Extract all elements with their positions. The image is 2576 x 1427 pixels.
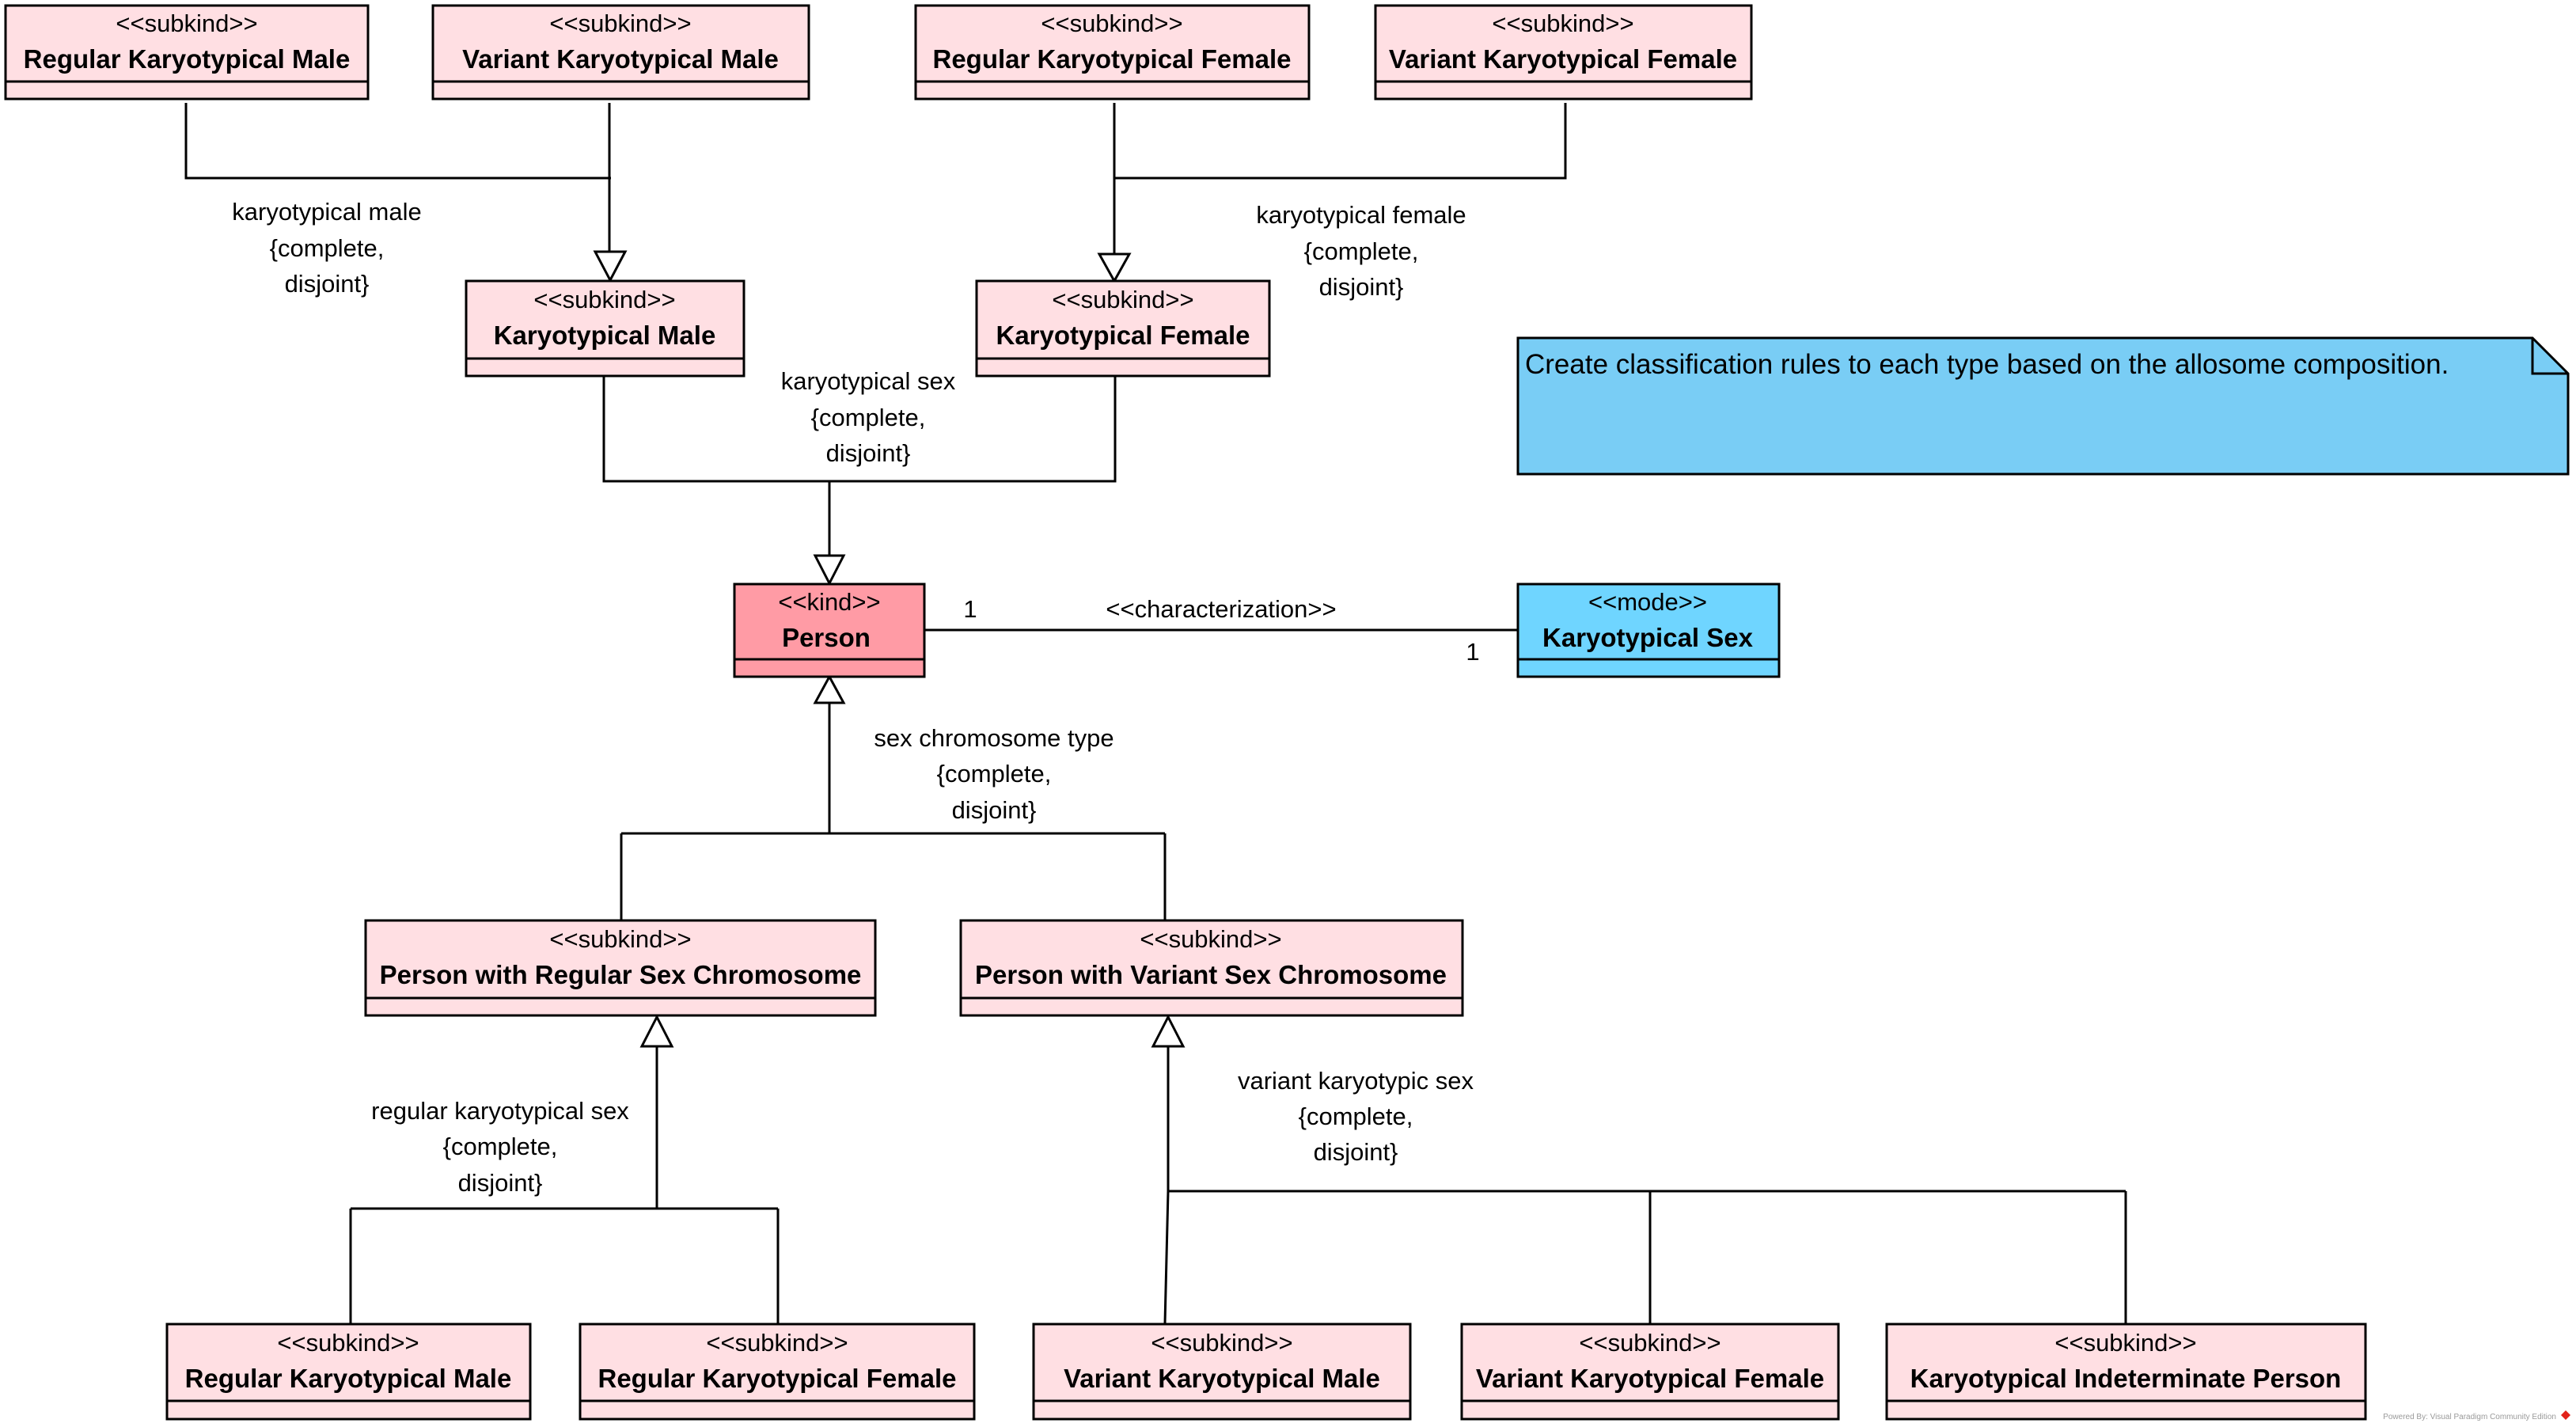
gen-set-constraint: {complete, [811,404,926,431]
class-stereotype: <<subkind>> [549,9,691,37]
arrowhead-variant-chromosome [1151,1014,1186,1048]
class-stereotype: <<subkind>> [533,286,675,313]
class-stereotype: <<subkind>> [1140,925,1281,953]
arrowhead-person-bottom [813,674,846,704]
gen-set-constraint-2: disjoint} [1314,1138,1398,1166]
gen-set-constraint-2: disjoint} [285,270,370,298]
class-stereotype: <<subkind>> [549,925,691,953]
gen-set-name: karyotypical sex [781,367,956,395]
connectors [184,103,2127,1324]
class-regular-karyotypical-male-bottom[interactable]: <<subkind>> Regular Karyotypical Male [165,1323,532,1421]
gen-set-label-karyotypical-male: karyotypical male {complete, disjoint} [232,198,421,298]
class-name: Regular Karyotypical Male [185,1364,512,1393]
class-stereotype: <<mode>> [1588,588,1707,616]
class-karyotypical-indeterminate-person[interactable]: <<subkind>> Karyotypical Indeterminate P… [1885,1323,2367,1421]
gen-set-name: regular karyotypical sex [371,1097,629,1125]
arrowhead-regular-chromosome [639,1014,674,1048]
gen-set-constraint-2: disjoint} [826,439,911,467]
class-name: Variant Karyotypical Male [1064,1364,1380,1393]
gen-set-label-karyotypical-sex: karyotypical sex {complete, disjoint} [781,367,956,467]
class-karyotypical-male[interactable]: <<subkind>> Karyotypical Male [465,279,745,378]
class-name: Karyotypical Female [996,321,1250,350]
association-stereotype: <<characterization>> [1106,595,1336,623]
class-name: Variant Karyotypical Male [462,44,779,74]
class-name: Variant Karyotypical Female [1476,1364,1824,1393]
class-variant-karyotypical-female-top[interactable]: <<subkind>> Variant Karyotypical Female [1374,4,1753,101]
gen-set-constraint: {complete, [1304,237,1419,265]
class-karyotypical-sex[interactable]: <<mode>> Karyotypical Sex [1516,583,1781,678]
class-stereotype: <<subkind>> [1579,1329,1720,1357]
class-name: Karyotypical Sex [1542,623,1754,652]
association-target-multiplicity: 1 [1466,638,1479,666]
class-name: Person with Regular Sex Chromosome [380,960,862,989]
gen-edge-karyo-male [602,376,829,483]
class-variant-karyotypical-female-bottom[interactable]: <<subkind>> Variant Karyotypical Female [1460,1323,1840,1421]
class-stereotype: <<subkind>> [277,1329,419,1357]
gen-set-constraint: {complete, [1299,1103,1413,1130]
class-person[interactable]: <<kind>> Person [733,583,926,678]
class-regular-karyotypical-female-bottom[interactable]: <<subkind>> Regular Karyotypical Female [579,1323,976,1421]
class-karyotypical-female[interactable]: <<subkind>> Karyotypical Female [975,279,1271,378]
class-stereotype: <<subkind>> [116,9,257,37]
gen-edge-regular-male-top [184,103,611,180]
class-stereotype: <<subkind>> [706,1329,848,1357]
class-stereotype: <<subkind>> [2054,1329,2196,1357]
class-person-with-regular-sex-chromosome[interactable]: <<subkind>> Person with Regular Sex Chro… [364,919,877,1017]
class-name: Karyotypical Male [494,321,716,350]
note-text: Create classification rules to each type… [1525,349,2449,380]
class-name: Regular Karyotypical Male [24,44,351,74]
gen-set-label-variant-karyotypic-sex: variant karyotypic sex {complete, disjoi… [1238,1067,1474,1166]
arrowhead-karyotypical-male [593,250,628,283]
class-regular-karyotypical-female-top[interactable]: <<subkind>> Regular Karyotypical Female [914,4,1311,101]
gen-set-name: karyotypical female [1256,201,1466,229]
class-stereotype: <<kind>> [778,588,880,616]
class-variant-karyotypical-male-bottom[interactable]: <<subkind>> Variant Karyotypical Male [1032,1323,1412,1421]
class-name: Person [782,623,871,652]
class-stereotype: <<subkind>> [1151,1329,1292,1357]
class-stereotype: <<subkind>> [1052,286,1193,313]
class-name: Regular Karyotypical Female [932,44,1291,74]
note[interactable]: Create classification rules to each type… [1516,336,2570,476]
class-name: Regular Karyotypical Female [598,1364,956,1393]
gen-set-name: sex chromosome type [874,724,1113,752]
arrowhead-person-top [813,554,846,586]
gen-set-label-karyotypical-female: karyotypical female {complete, disjoint} [1256,201,1466,301]
gen-set-constraint: {complete, [937,760,1052,788]
class-regular-karyotypical-male-top[interactable]: <<subkind>> Regular Karyotypical Male [4,4,370,101]
gen-edge-variant-male-bottom [1163,1190,1170,1324]
class-stereotype: <<subkind>> [1041,9,1182,37]
gen-set-label-regular-karyotypical-sex: regular karyotypical sex {complete, disj… [371,1097,629,1197]
gen-set-name: variant karyotypic sex [1238,1067,1474,1095]
class-name: Person with Variant Sex Chromosome [975,960,1447,989]
class-name: Karyotypical Indeterminate Person [1910,1364,2342,1393]
gen-set-constraint-2: disjoint} [952,796,1037,824]
gen-set-name: karyotypical male [232,198,421,226]
gen-edge-variant-female-top [1114,103,1567,180]
class-variant-karyotypical-male-top[interactable]: <<subkind>> Variant Karyotypical Male [431,4,810,101]
powered-by-footer: Powered By: Visual Paradigm Community Ed… [2383,1413,2556,1421]
association-source-multiplicity: 1 [963,595,977,623]
class-name: Variant Karyotypical Female [1389,44,1737,74]
gen-set-constraint: {complete, [270,234,385,262]
class-stereotype: <<subkind>> [1492,9,1633,37]
gen-set-label-sex-chromosome-type: sex chromosome type {complete, disjoint} [874,724,1113,824]
gen-edge-karyo-female [829,376,1117,483]
gen-set-constraint-2: disjoint} [458,1169,543,1197]
gen-set-constraint-2: disjoint} [1319,273,1404,301]
gen-set-constraint: {complete, [443,1133,558,1160]
class-person-with-variant-sex-chromosome[interactable]: <<subkind>> Person with Variant Sex Chro… [959,919,1464,1017]
arrowhead-karyotypical-female [1097,252,1132,284]
vp-logo-icon [2561,1410,2570,1420]
